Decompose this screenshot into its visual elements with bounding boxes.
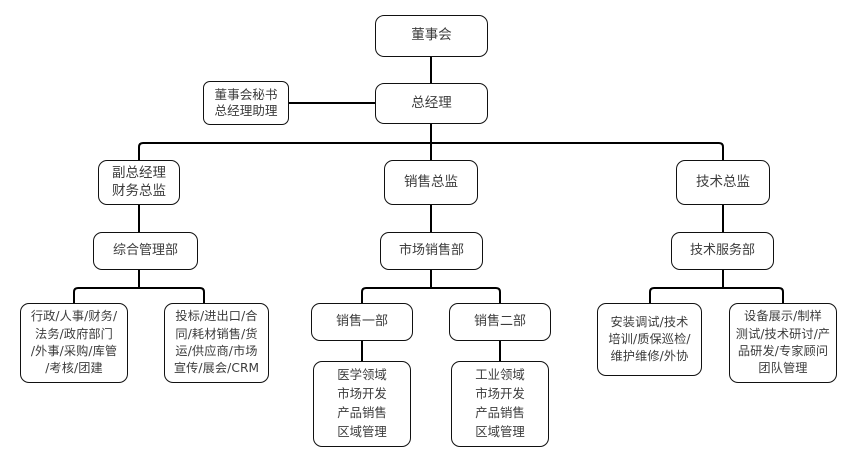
node-deputy-gm-finance-director[interactable]: 副总经理 财务总监 bbox=[98, 160, 180, 205]
node-tech-director[interactable]: 技术总监 bbox=[676, 160, 770, 205]
bus-tech-leaves bbox=[649, 287, 784, 303]
bus-directors bbox=[138, 142, 724, 160]
bus-sales-units bbox=[361, 287, 501, 303]
node-general-manager[interactable]: 总经理 bbox=[375, 83, 488, 124]
node-board-secretary[interactable]: 董事会秘书 总经理助理 bbox=[203, 81, 289, 125]
node-sales-unit-1-duties[interactable]: 医学领域 市场开发 产品销售 区域管理 bbox=[313, 361, 411, 447]
node-tech-service-functions[interactable]: 安装调试/技术 培训/质保巡检/ 维护维修/外协 bbox=[597, 303, 702, 376]
node-tech-rd-functions[interactable]: 设备展示/制样 测试/技术研讨/产 品研发/专家顾问 团队管理 bbox=[729, 303, 837, 383]
node-bidding-sales-functions[interactable]: 投标/进出口/合 同/耗材销售/货 运/供应商/市场 宣传/展会/CRM bbox=[164, 303, 269, 383]
bus-admin-leaves bbox=[73, 287, 205, 303]
node-sales-unit-1[interactable]: 销售一部 bbox=[311, 303, 413, 341]
node-sales-director[interactable]: 销售总监 bbox=[384, 160, 478, 205]
node-sales-unit-2-duties[interactable]: 工业领域 市场开发 产品销售 区域管理 bbox=[451, 361, 549, 447]
node-board-of-directors[interactable]: 董事会 bbox=[375, 15, 488, 57]
node-market-sales-department[interactable]: 市场销售部 bbox=[380, 232, 483, 270]
node-admin-functions[interactable]: 行政/人事/财务/ 法务/政府部门 /外事/采购/库管 /考核/团建 bbox=[20, 303, 128, 383]
node-sales-unit-2[interactable]: 销售二部 bbox=[449, 303, 551, 341]
node-tech-service-department[interactable]: 技术服务部 bbox=[671, 232, 774, 270]
node-general-admin-department[interactable]: 综合管理部 bbox=[93, 232, 198, 270]
